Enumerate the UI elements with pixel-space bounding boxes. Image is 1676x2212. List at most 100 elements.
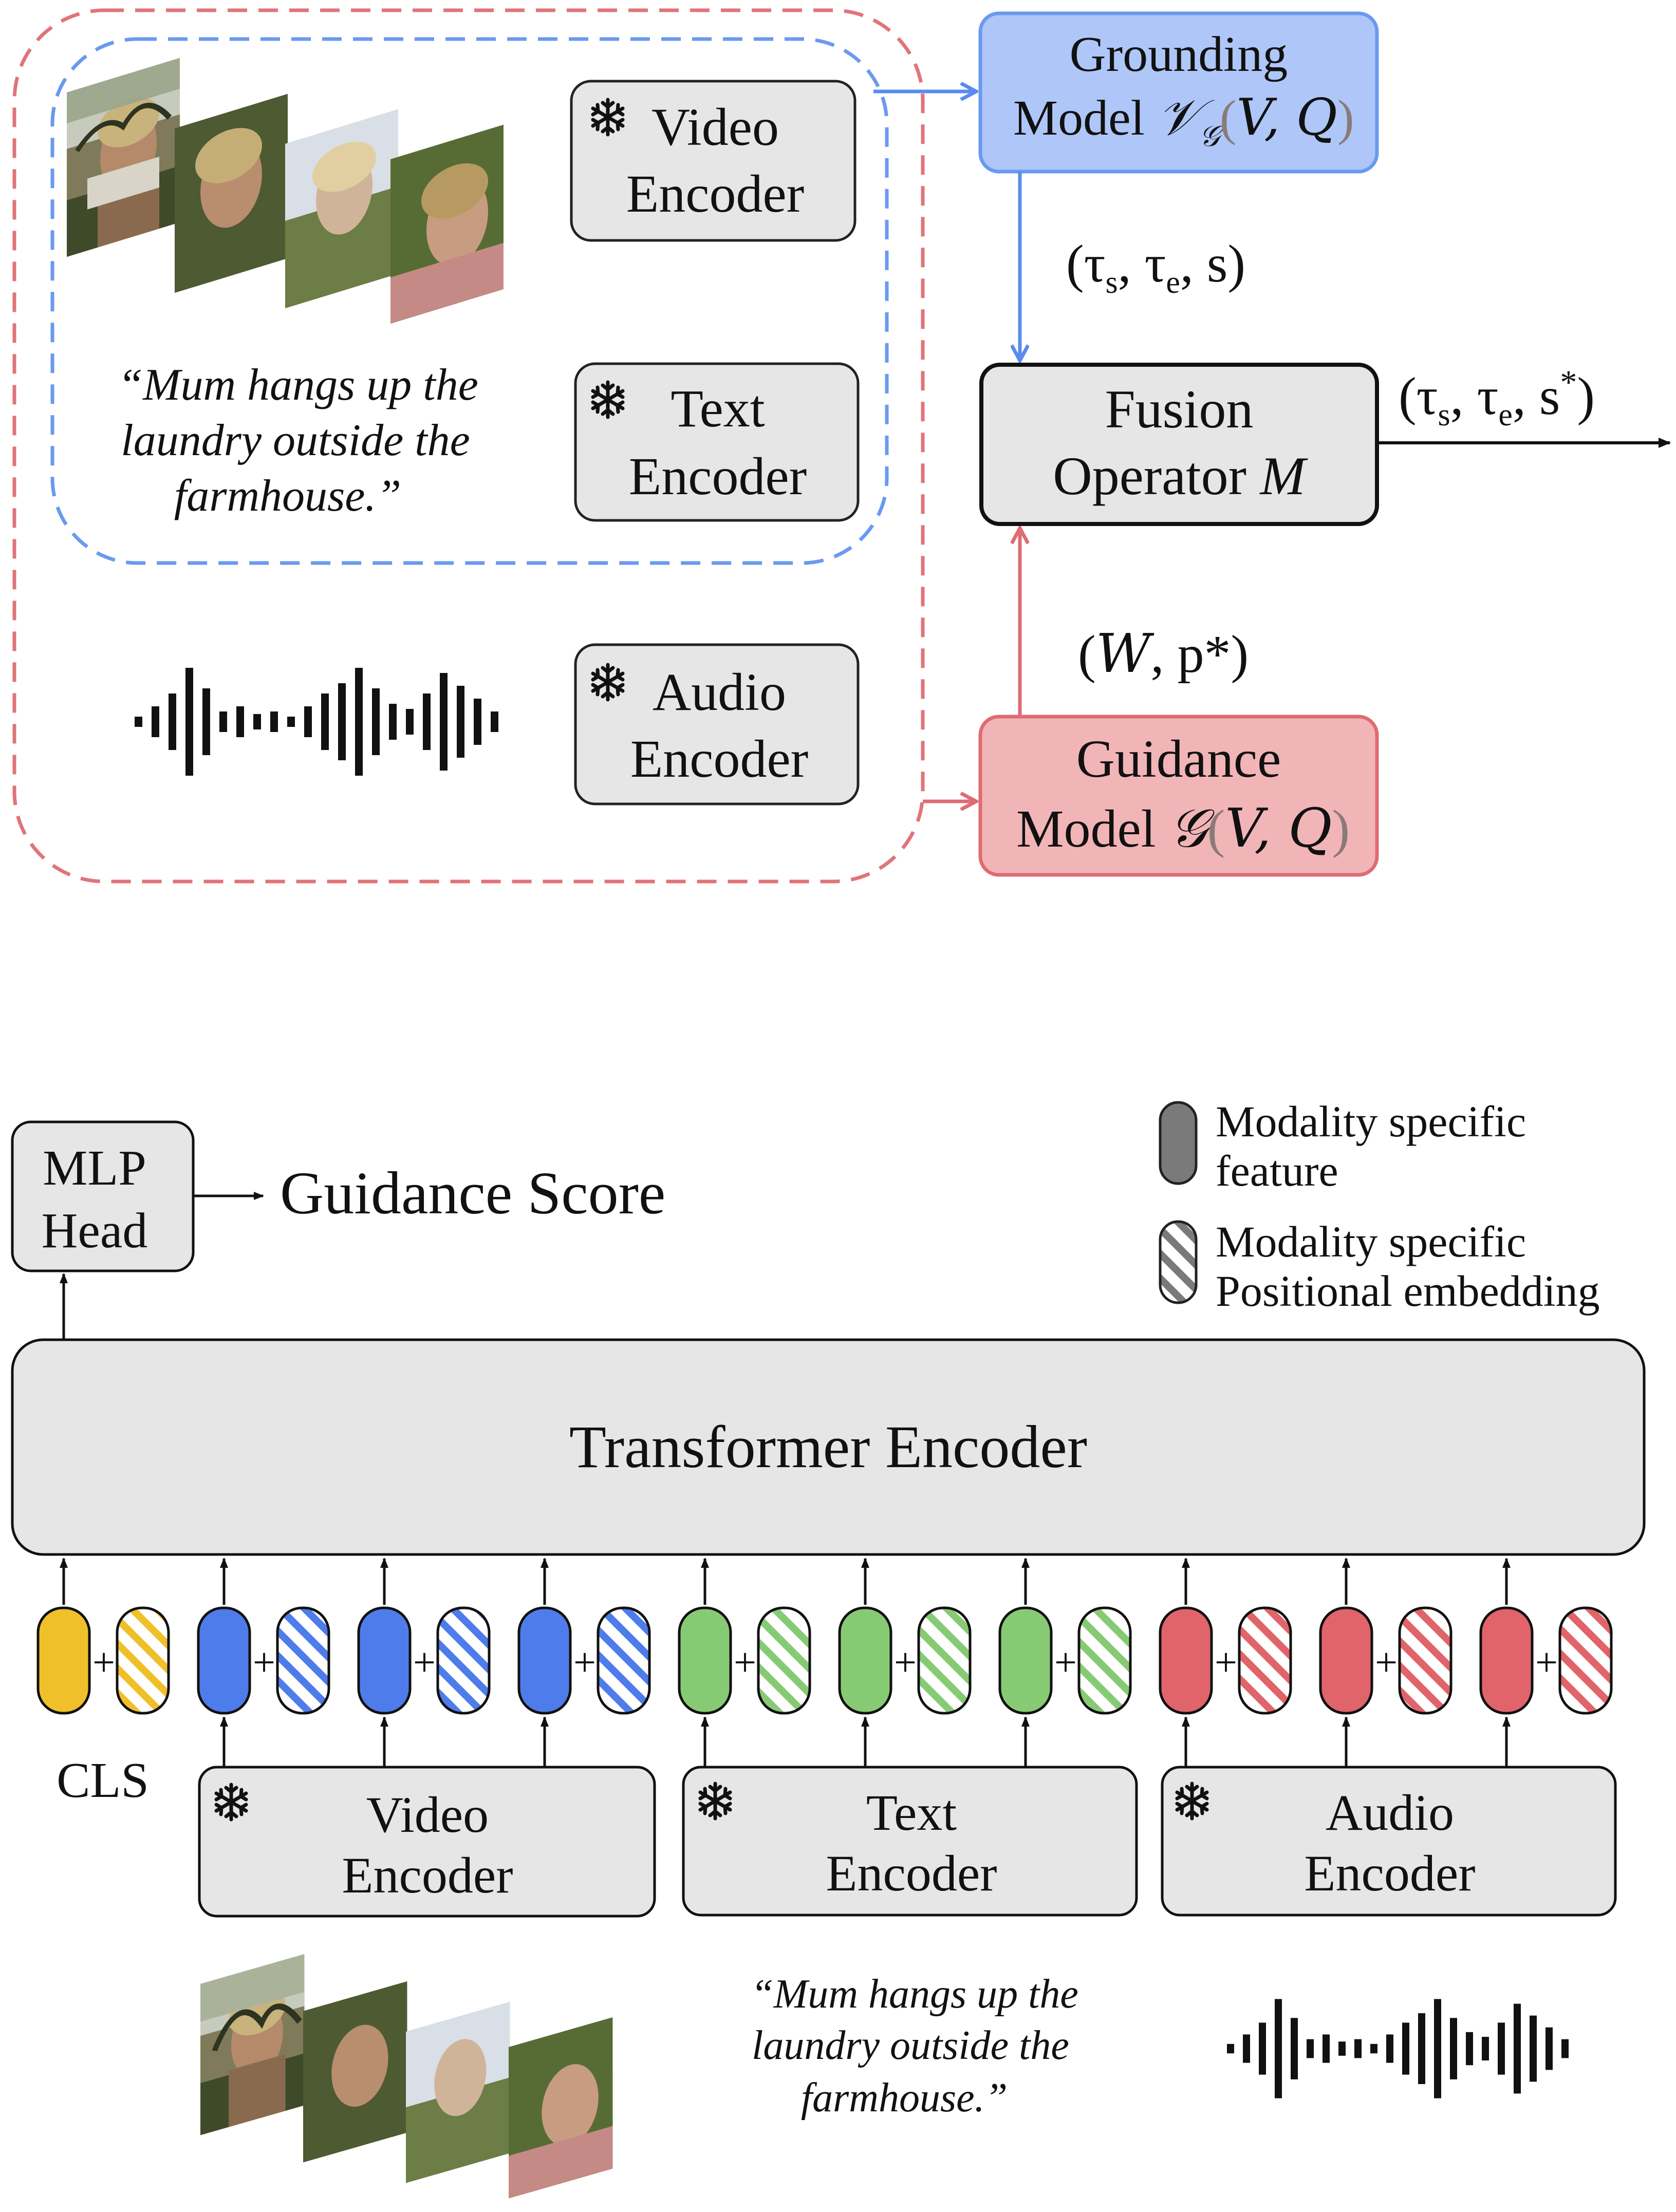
- text-encoder-bottom-line2: Encoder: [826, 1845, 997, 1902]
- fusion-operator-prefix: Operator: [1053, 446, 1260, 506]
- guidance-model-close: ): [1332, 799, 1350, 858]
- waveform-bar: [270, 711, 278, 732]
- waveform-bar: [1370, 2044, 1377, 2054]
- waveform-bar: [1338, 2041, 1346, 2056]
- transformer-encoder-box: Transformer Encoder: [11, 1338, 1646, 1556]
- guidance-input-region: [12, 8, 925, 884]
- audio-encoder-box: Audio Encoder: [574, 643, 860, 805]
- waveform-bar: [1323, 2034, 1330, 2063]
- svg-text:Operator M: Operator M: [1053, 446, 1308, 506]
- grounding-model-line1: Grounding: [1070, 27, 1288, 82]
- plus-sign: +: [413, 1640, 436, 1684]
- legend-positional-swatch: [1159, 1220, 1198, 1304]
- plus-sign: +: [573, 1640, 596, 1684]
- waveform-bar: [1227, 2044, 1234, 2054]
- waveform-bar: [1307, 2039, 1314, 2058]
- waveform-bar: [1450, 2018, 1457, 2079]
- cls-positional-token: [116, 1606, 170, 1715]
- audio-encoder-line2: Encoder: [630, 729, 808, 789]
- cls-label: CLS: [57, 1753, 149, 1808]
- waveform-bar: [1402, 2022, 1409, 2075]
- guidance-model-args: V, Q: [1225, 797, 1332, 859]
- grounding-model-open: (: [1220, 90, 1237, 146]
- legend: Modality specific feature Modality speci…: [1159, 1097, 1600, 1316]
- svg-text:Model 𝒱𝒢(V, Q): Model 𝒱𝒢(V, Q): [1013, 88, 1354, 153]
- bottom-guidance-model-diagram: MLP Head Guidance Score Modality specifi…: [11, 1097, 1646, 2199]
- video-positional-token: [276, 1606, 330, 1715]
- grounding-model-box: Grounding Model 𝒱𝒢(V, Q): [978, 11, 1379, 174]
- grounding-output-label: (τs, τe, s): [1066, 234, 1245, 300]
- waveform-bar: [321, 693, 329, 750]
- video-frames-image: [200, 1954, 613, 2199]
- query-text: “Mum hangs up the laundry outside the fa…: [118, 360, 478, 521]
- waveform-bar: [169, 693, 176, 750]
- waveform-bar: [1482, 2037, 1489, 2060]
- video-positional-token: [436, 1606, 491, 1715]
- text-feature-token: [678, 1606, 732, 1715]
- grounding-input-region: [50, 37, 889, 565]
- audio-positional-token: [1558, 1606, 1613, 1715]
- waveform-bar: [355, 668, 363, 776]
- text-encoder-box-bottom: Text Encoder: [682, 1766, 1138, 1917]
- waveform-bar: [1434, 1999, 1441, 2098]
- waveform-bar: [135, 717, 142, 727]
- audio-encoder-line1: Audio: [653, 663, 786, 722]
- legend-positional-line1: Modality specific: [1216, 1217, 1526, 1266]
- plus-sign: +: [253, 1640, 275, 1684]
- video-feature-token: [197, 1606, 251, 1715]
- waveform-bar: [287, 717, 295, 727]
- waveform-bar: [491, 711, 498, 732]
- waveform-bar: [1275, 1999, 1282, 2098]
- waveform-bar: [1498, 2022, 1505, 2075]
- transformer-encoder-label: Transformer Encoder: [569, 1413, 1087, 1480]
- text-encoder-line2: Encoder: [629, 447, 807, 506]
- video-feature-token: [517, 1606, 572, 1715]
- legend-feature-swatch: [1159, 1101, 1198, 1185]
- mlp-head-line1: MLP: [43, 1140, 146, 1196]
- mlp-head-box: MLP Head: [11, 1120, 195, 1272]
- guidance-model-open: (: [1207, 799, 1225, 858]
- waveform-bar: [1243, 2034, 1250, 2063]
- query-line3: farmhouse.”: [174, 471, 402, 521]
- video-encoder-line2: Encoder: [626, 164, 804, 223]
- audio-encoder-box-bottom: Audio Encoder: [1161, 1766, 1617, 1917]
- plus-sign: +: [894, 1640, 917, 1684]
- waveform-bar: [1354, 2039, 1362, 2058]
- waveform-bar: [1418, 2013, 1425, 2084]
- query-bottom-line1: “Mum hangs up the: [751, 1972, 1078, 2017]
- legend-feature-line1: Modality specific: [1216, 1097, 1526, 1146]
- text-positional-token: [917, 1606, 972, 1715]
- audio-feature-token: [1159, 1606, 1213, 1715]
- guidance-model-line1: Guidance: [1076, 729, 1281, 789]
- waveform-bar: [202, 688, 210, 755]
- waveform-bar: [185, 668, 193, 776]
- mlp-head-line2: Head: [42, 1203, 148, 1259]
- waveform-bar: [389, 704, 397, 740]
- video-encoder-bottom-line1: Video: [366, 1786, 489, 1843]
- waveform-bar: [440, 673, 448, 771]
- waveform-bar: [1466, 2032, 1473, 2066]
- video-positional-token: [597, 1606, 651, 1715]
- waveform-bar: [474, 699, 481, 745]
- video-encoder-line1: Video: [651, 98, 779, 157]
- waveform-bar: [338, 683, 346, 760]
- plus-sign: +: [1215, 1640, 1237, 1684]
- waveform-bar: [406, 709, 414, 735]
- token-sequence: ++++++++++: [36, 1558, 1613, 1766]
- cls-feature-token: [36, 1606, 91, 1715]
- audio-positional-token: [1398, 1606, 1452, 1715]
- guidance-output-label: (W, p*): [1078, 622, 1249, 685]
- waveform-bar: [457, 686, 464, 758]
- fusion-operator-symbol: M: [1259, 446, 1308, 506]
- text-encoder-bottom-line1: Text: [866, 1784, 957, 1841]
- guidance-model-box: Guidance Model 𝒢(V, Q): [978, 715, 1379, 877]
- video-encoder-box-bottom: Video Encoder: [198, 1766, 656, 1918]
- query-text-bottom: “Mum hangs up the laundry outside the fa…: [751, 1972, 1078, 2121]
- waveform-bar: [219, 711, 227, 732]
- video-encoder-bottom-line2: Encoder: [342, 1847, 513, 1904]
- text-encoder-box: Text Encoder: [574, 362, 860, 522]
- query-line1: “Mum hangs up the: [118, 360, 478, 410]
- text-feature-token: [838, 1606, 892, 1715]
- plus-sign: +: [92, 1640, 115, 1684]
- waveform-bar: [236, 706, 244, 737]
